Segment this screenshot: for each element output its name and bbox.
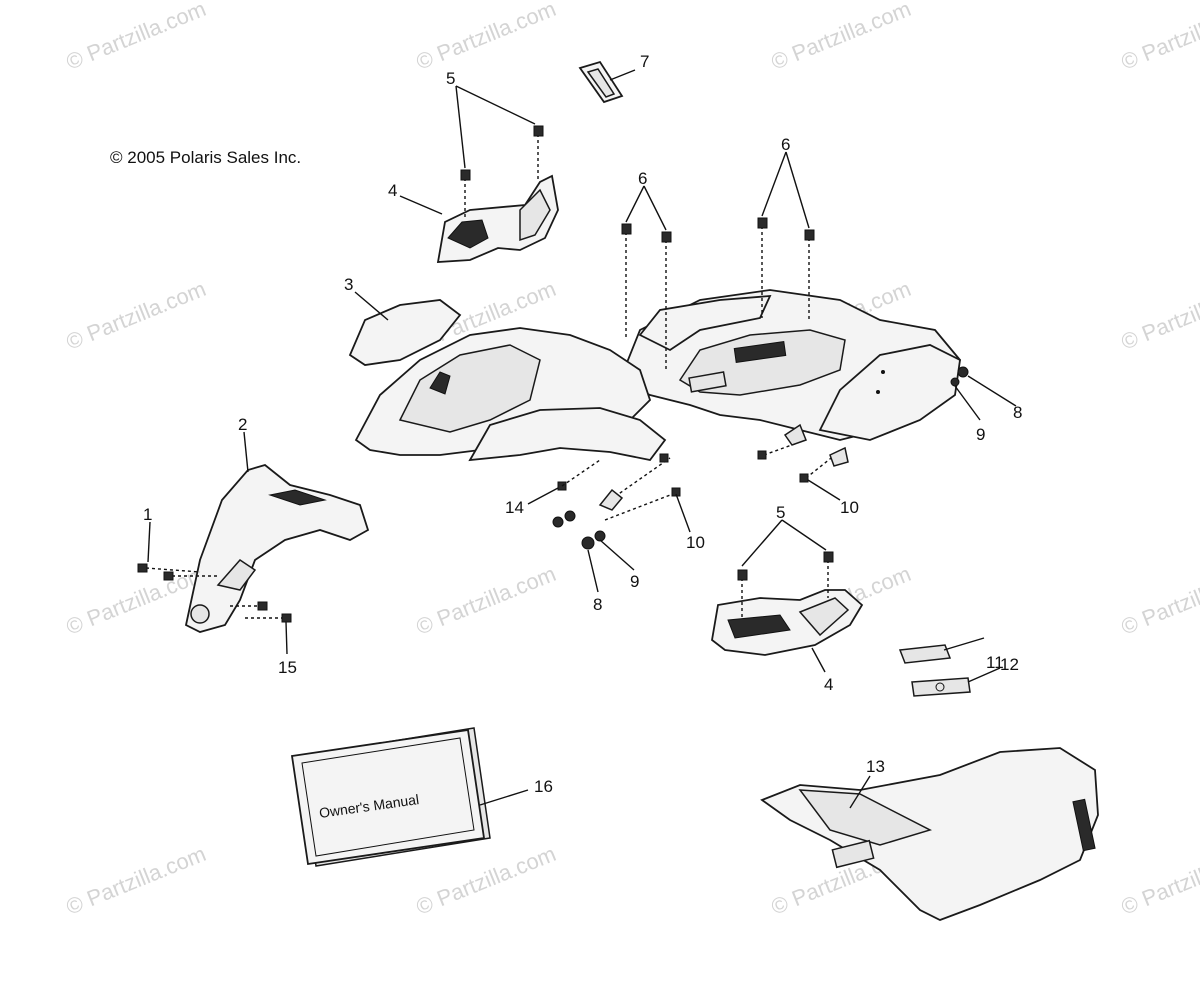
callout-5: 5 [446,69,455,88]
watermark: © Partzilla.com [1118,276,1200,355]
callout-16: 16 [534,777,553,796]
callout-4: 4 [824,675,833,694]
watermark: © Partzilla.com [63,276,210,355]
callout-10: 10 [840,498,859,517]
callout-7: 7 [640,52,649,71]
callout-14: 14 [505,498,524,517]
part-16-owners-manual: Owner's Manual [290,727,491,867]
callout-2: 2 [238,415,247,434]
watermark: © Partzilla.com [413,561,560,640]
callout-6: 6 [638,169,647,188]
watermark: © Partzilla.com [1118,561,1200,640]
callout-1: 1 [143,505,152,524]
watermark: © Partzilla.com [63,841,210,920]
callout-11: 11 [986,653,1004,672]
leader-lines [147,69,1017,809]
callout-15: 15 [278,658,297,677]
callout-9: 9 [630,572,639,591]
fasteners-5-lower [737,551,834,620]
callout-12: 12 [1000,655,1019,674]
copyright-text: © 2005 Polaris Sales Inc. [110,148,301,167]
watermark: © Partzilla.com [63,0,210,75]
callout-8: 8 [593,595,602,614]
callout-8: 8 [1013,403,1022,422]
callout-13: 13 [866,757,885,776]
callouts: 5 7 4 6 6 3 2 1 15 9 8 10 14 10 9 8 5 4 … [143,52,1022,796]
callout-5: 5 [776,503,785,522]
part-13-seat [760,747,1099,921]
part-4-side-panel-top [436,174,559,263]
fasteners-6 [621,217,815,370]
watermark: © Partzilla.com [413,0,560,75]
callout-10: 10 [686,533,705,552]
main-body-assembly [348,289,962,462]
watermark: © Partzilla.com [1118,0,1200,75]
watermark: © Partzilla.com [63,561,210,640]
callout-9: 9 [976,425,985,444]
callout-4: 4 [388,181,397,200]
watermark: © Partzilla.com [413,841,560,920]
part-4-side-panel-lower [711,589,864,656]
callout-6: 6 [781,135,790,154]
fasteners-5-top [460,125,544,220]
callout-3: 3 [344,275,353,294]
watermark: © Partzilla.com [768,0,915,75]
part-11-decal [898,644,952,664]
watermark: © Partzilla.com [1118,841,1200,920]
fasteners-1-15 [137,563,292,623]
part-7-bracket [578,60,624,104]
fasteners-8-9-10-right [757,366,969,483]
part-2-front-panel [184,464,370,633]
fasteners-center [552,453,681,550]
part-12-plate [911,677,971,697]
